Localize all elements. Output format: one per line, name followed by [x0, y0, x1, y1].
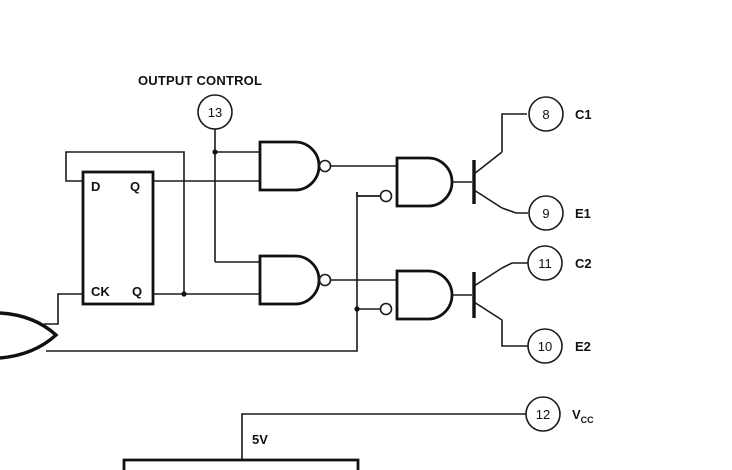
pin-11-c2: 11 C2: [527, 245, 592, 281]
transistor-1: [472, 151, 503, 209]
junction-qbar: [181, 291, 187, 297]
junction-oc: [212, 149, 218, 155]
gate-to-enable-wire: [46, 192, 358, 352]
e2-label: E2: [575, 339, 591, 354]
and-gate-upper: [379, 156, 454, 208]
output-control-label: OUTPUT CONTROL: [138, 73, 262, 88]
e2-wire: [501, 320, 528, 347]
vcc-main: V: [572, 407, 581, 422]
vcc-subscript: CC: [581, 415, 594, 425]
vcc-rail-wire: [241, 413, 526, 460]
e1-label: E1: [575, 206, 591, 221]
vcc-label: VCC: [572, 407, 594, 425]
transistor-2: [472, 267, 503, 321]
junction-enable: [354, 306, 360, 312]
pin-13-output-control: 13: [197, 94, 233, 130]
pin-10-e2: 10 E2: [527, 328, 591, 364]
c1-wire: [501, 113, 527, 152]
nand-gate-2: [258, 254, 332, 306]
c1-label: C1: [575, 107, 592, 122]
supply-5v-label: 5V: [252, 432, 268, 447]
c2-label: C2: [575, 256, 592, 271]
nand-gate-1: [258, 140, 332, 192]
pin-8-c1: 8 C1: [528, 96, 592, 132]
pin-8-number: 8: [542, 107, 549, 122]
pin-10-number: 10: [538, 339, 552, 354]
ff-d-label: D: [91, 179, 100, 194]
gate-to-ck-wire: [44, 293, 83, 325]
and-gate-lower: [379, 269, 454, 321]
pin-11-number: 11: [538, 256, 552, 271]
regulator-block: [122, 458, 360, 470]
input-gate: [0, 311, 59, 360]
ff-ck-label: CK: [91, 284, 110, 299]
pin-13-number: 13: [208, 105, 222, 120]
pin-9-number: 9: [542, 206, 549, 221]
pin-12-vcc: 12 VCC: [525, 396, 594, 432]
pin-12-number: 12: [536, 407, 550, 422]
ff-q-bottom-label: Q: [132, 284, 142, 299]
d-flip-flop: D Q CK Q: [81, 170, 155, 306]
c2-wire: [501, 262, 528, 269]
feedback-wire: [65, 151, 185, 294]
pin-9-e1: 9 E1: [528, 195, 591, 231]
e1-wire: [501, 207, 528, 214]
ff-q-top-label: Q: [130, 179, 140, 194]
